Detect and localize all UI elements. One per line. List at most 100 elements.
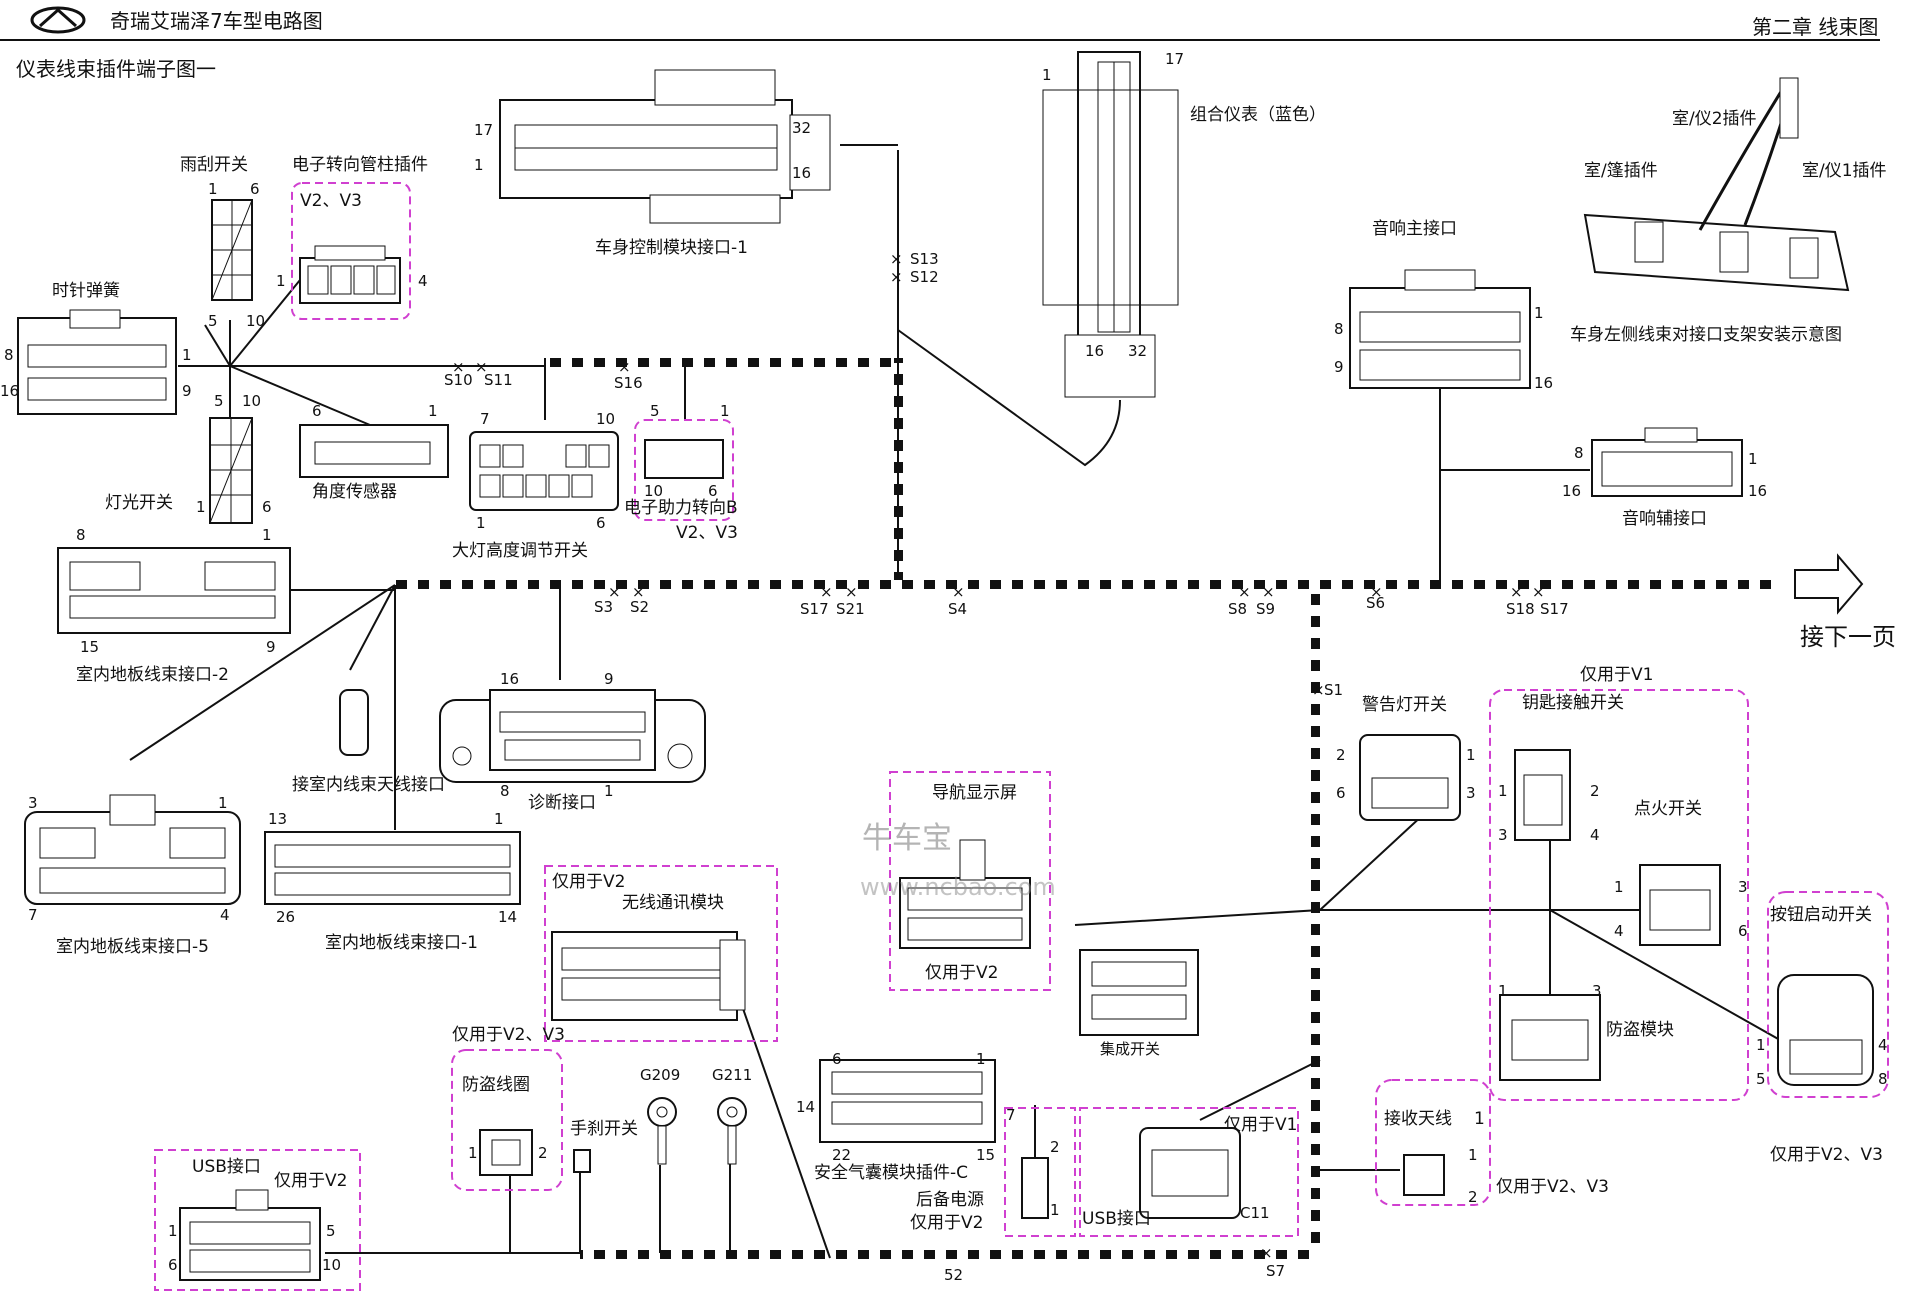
svg-text:×: × <box>890 268 903 286</box>
svg-text:9: 9 <box>182 382 192 400</box>
svg-text:16: 16 <box>1085 342 1104 360</box>
svg-text:S10: S10 <box>444 371 473 389</box>
immobilizer-label: 防盗模块 <box>1606 1020 1674 1040</box>
svg-text:7: 7 <box>480 410 490 428</box>
svg-text:室/仪1插件: 室/仪1插件 <box>1802 161 1887 181</box>
page-subtitle: 仪表线束插件端子图一 <box>16 57 216 81</box>
nav-label: 导航显示屏 <box>932 783 1017 803</box>
svg-text:2: 2 <box>1468 1188 1478 1206</box>
svg-text:3: 3 <box>28 794 38 812</box>
svg-text:1: 1 <box>276 272 286 290</box>
eps-b-label: 电子助力转向B <box>624 498 738 518</box>
ignition-label: 点火开关 <box>1634 799 1702 819</box>
svg-text:6: 6 <box>708 482 718 500</box>
audio-main-connector: 音响主接口 81 916 <box>1334 219 1553 392</box>
wiper-switch-label: 雨刮开关 <box>180 155 248 175</box>
svg-text:1: 1 <box>720 402 730 420</box>
svg-text:1: 1 <box>208 180 218 198</box>
svg-text:仅用于V2: 仅用于V2 <box>910 1213 983 1233</box>
splice-s18-s17: ×× S18 S17 <box>1506 583 1569 618</box>
receive-antenna: 接收天线 1 12 仅用于V2、V3 <box>1375 1079 1609 1206</box>
antenna-plug: 接室内线束天线接口 <box>292 689 445 795</box>
integrated-switch-connector: 集成开关 <box>1079 949 1199 1058</box>
floor-2-label: 室内地板线束接口-2 <box>76 665 229 685</box>
usb-a-label: USB接口 <box>192 1157 261 1177</box>
svg-text:9: 9 <box>604 670 614 688</box>
svg-text:16: 16 <box>1748 482 1767 500</box>
cluster-label: 组合仪表（蓝色） <box>1190 105 1326 125</box>
svg-text:8: 8 <box>1334 320 1344 338</box>
splice-s13-s12: ×× S13 S12 <box>890 250 939 286</box>
svg-text:22: 22 <box>832 1146 851 1164</box>
integrated-switch-label: 集成开关 <box>1100 1040 1160 1058</box>
svg-text:13: 13 <box>268 810 287 828</box>
light-switch-label: 灯光开关 <box>105 493 173 513</box>
svg-text:5: 5 <box>650 402 660 420</box>
svg-text:1: 1 <box>218 794 228 812</box>
svg-text:S1: S1 <box>1324 681 1343 699</box>
svg-text:1: 1 <box>1474 1109 1485 1129</box>
svg-text:16: 16 <box>1534 374 1553 392</box>
svg-text:1: 1 <box>1748 450 1758 468</box>
svg-text:10: 10 <box>644 482 663 500</box>
svg-text:×: × <box>1260 1244 1273 1262</box>
svg-text:×: × <box>1370 583 1383 601</box>
svg-text:3: 3 <box>1498 826 1508 844</box>
svg-text:7: 7 <box>28 906 38 924</box>
svg-text:4: 4 <box>1878 1036 1888 1054</box>
svg-text:10: 10 <box>242 392 261 410</box>
svg-text:2: 2 <box>1590 782 1600 800</box>
usb-b-connector: 仅用于V1 USB接口 C11 <box>1079 1107 1299 1237</box>
svg-text:8: 8 <box>1878 1070 1888 1088</box>
svg-text:2: 2 <box>538 1144 548 1162</box>
backup-power-label: 后备电源 <box>916 1190 984 1210</box>
svg-text:16: 16 <box>500 670 519 688</box>
svg-text:×: × <box>845 583 858 601</box>
splices: × × S10 S1 1 × S16 ×× S13 S12 ×× S3 S2 ×× … <box>444 250 1569 1284</box>
svg-text:3: 3 <box>1738 878 1748 896</box>
svg-text:17: 17 <box>1165 50 1184 68</box>
svg-text:6: 6 <box>596 514 606 532</box>
svg-text:16: 16 <box>1562 482 1581 500</box>
anti-theft-coil-label: 防盗线圈 <box>462 1075 530 1095</box>
floor-1-label: 室内地板线束接口-1 <box>325 933 478 953</box>
watermark: 牛车宝 www.ncbao.com <box>860 821 1056 901</box>
svg-text:32: 32 <box>792 119 811 137</box>
svg-text:15: 15 <box>80 638 99 656</box>
wireless-label: 无线通讯模块 <box>622 893 724 913</box>
svg-text:室/仪2插件: 室/仪2插件 <box>1672 109 1757 129</box>
svg-text:1: 1 <box>476 514 486 532</box>
svg-text:5: 5 <box>214 392 224 410</box>
splice-s22: × S16 <box>614 358 643 392</box>
svg-text:www.ncbao.com: www.ncbao.com <box>860 873 1056 901</box>
svg-text:9: 9 <box>266 638 276 656</box>
chery-logo <box>30 6 86 34</box>
splice-s8-s9: ×× S8 S9 <box>1228 583 1275 618</box>
svg-text:26: 26 <box>276 908 295 926</box>
next-page-label: 接下一页 <box>1800 623 1896 651</box>
svg-text:×: × <box>618 358 631 376</box>
svg-text:1: 1 <box>1042 66 1052 84</box>
svg-text:10: 10 <box>246 312 265 330</box>
svg-text:8: 8 <box>4 346 14 364</box>
audio-aux-label: 音响辅接口 <box>1622 509 1707 529</box>
headlamp-leveling-label: 大灯高度调节开关 <box>452 541 588 561</box>
svg-text:S13: S13 <box>910 250 939 268</box>
backup-power: 21 后备电源 仅用于V2 <box>910 1107 1076 1237</box>
usb-b-label: USB接口 <box>1082 1209 1151 1229</box>
svg-text:仅用于V1: 仅用于V1 <box>1224 1115 1297 1135</box>
splice-s3-s2: ×× S3 S2 <box>594 583 649 616</box>
steering-column-label: 电子转向管柱插件 <box>292 155 428 175</box>
svg-text:10: 10 <box>322 1256 341 1274</box>
svg-text:1: 1 <box>604 782 614 800</box>
